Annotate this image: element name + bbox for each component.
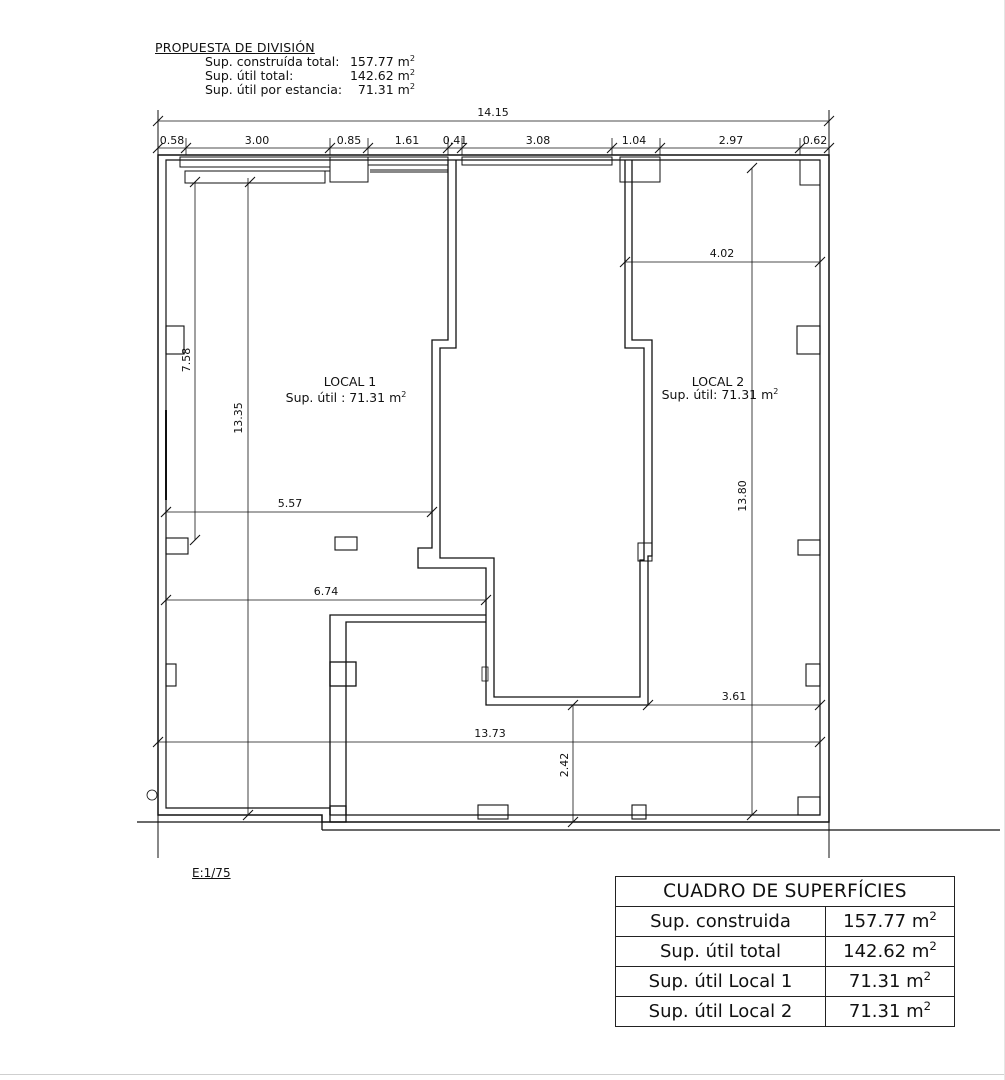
area-row: Sup. útil Local 2 71.31 m2 bbox=[615, 996, 955, 1027]
summary-row: Sup. construída total: 157.77 m2 bbox=[155, 54, 415, 69]
local1-name: LOCAL 1 bbox=[324, 374, 377, 389]
summary-value: 157.77 m2 bbox=[349, 52, 415, 69]
segment-dimension bbox=[152, 138, 835, 155]
summary-value: 71.31 m2 bbox=[357, 80, 415, 97]
area-label: Sup. construida bbox=[615, 906, 826, 937]
facade-openings bbox=[179, 156, 821, 186]
summary-value: 142.62 m2 bbox=[349, 66, 415, 83]
area-label: Sup. útil total bbox=[615, 936, 826, 967]
area-row: Sup. construida 157.77 m2 bbox=[615, 906, 955, 937]
summary-label: Sup. útil total: bbox=[205, 68, 294, 83]
partition-walls bbox=[329, 614, 489, 823]
area-value: 157.77 m2 bbox=[825, 906, 955, 937]
dim-label: 6.74 bbox=[314, 585, 339, 598]
segment-labels: 0.58 3.00 0.85 1.61 0.41 3.08 1.04 2.97 … bbox=[160, 134, 828, 147]
summary-row: Sup. útil total: 142.62 m2 bbox=[155, 68, 415, 83]
dim-label: 13.80 bbox=[736, 480, 749, 512]
local2-area: Sup. útil: 71.31 m2 bbox=[662, 387, 779, 402]
area-table: CUADRO DE SUPERFÍCIES Sup. construida 15… bbox=[615, 876, 955, 1027]
dim-label: 5.57 bbox=[278, 497, 303, 510]
central-core-walls bbox=[417, 160, 653, 706]
dim-label: 7.58 bbox=[180, 348, 193, 373]
dim-segment: 1.61 bbox=[395, 134, 420, 147]
area-row: Sup. útil Local 1 71.31 m2 bbox=[615, 966, 955, 997]
area-table-title: CUADRO DE SUPERFÍCIES bbox=[615, 876, 955, 907]
dim-segment: 1.04 bbox=[622, 134, 647, 147]
dim-overall-width: 14.15 bbox=[477, 106, 509, 119]
dim-label: 13.73 bbox=[474, 727, 506, 740]
area-value: 71.31 m2 bbox=[825, 966, 955, 997]
outer-walls bbox=[137, 154, 1000, 831]
dim-label: 2.42 bbox=[558, 753, 571, 778]
dim-label: 3.61 bbox=[722, 690, 747, 703]
title-block: PROPUESTA DE DIVISIÓN Sup. construída to… bbox=[155, 40, 415, 97]
plan-title: PROPUESTA DE DIVISIÓN bbox=[155, 40, 315, 55]
summary-label: Sup. útil por estancia: bbox=[205, 82, 343, 97]
area-value: 71.31 m2 bbox=[825, 996, 955, 1027]
dim-label: 13.35 bbox=[232, 402, 245, 434]
dim-segment: 2.97 bbox=[719, 134, 744, 147]
sheet-edge bbox=[0, 1074, 1005, 1075]
overall-dimension: 14.15 bbox=[152, 106, 835, 858]
local2-name: LOCAL 2 bbox=[692, 374, 745, 389]
summary-row: Sup. útil por estancia: 71.31 m2 bbox=[155, 82, 415, 97]
dim-segment: 0.62 bbox=[803, 134, 828, 147]
room-labels: LOCAL 1 Sup. útil : 71.31 m2 LOCAL 2 Sup… bbox=[286, 374, 779, 405]
dim-segment: 0.58 bbox=[160, 134, 185, 147]
area-row: Sup. útil total 142.62 m2 bbox=[615, 936, 955, 967]
scale-label: E:1/75 bbox=[192, 866, 231, 880]
area-table-header: CUADRO DE SUPERFÍCIES bbox=[615, 876, 955, 907]
area-value: 142.62 m2 bbox=[825, 936, 955, 967]
dim-segment: 0.85 bbox=[337, 134, 362, 147]
area-label: Sup. útil Local 2 bbox=[615, 996, 826, 1027]
interior-dimensions bbox=[152, 162, 826, 828]
local1-area: Sup. útil : 71.31 m2 bbox=[286, 390, 407, 405]
summary-label: Sup. construída total: bbox=[205, 54, 340, 69]
dim-segment: 3.00 bbox=[245, 134, 270, 147]
interior-dimension-labels: 4.02 5.57 6.74 3.61 13.73 7.58 13.35 13.… bbox=[180, 247, 749, 777]
dim-segment: 0.41 bbox=[443, 134, 468, 147]
dim-segment: 3.08 bbox=[526, 134, 551, 147]
dim-label: 4.02 bbox=[710, 247, 735, 260]
area-label: Sup. útil Local 1 bbox=[615, 966, 826, 997]
